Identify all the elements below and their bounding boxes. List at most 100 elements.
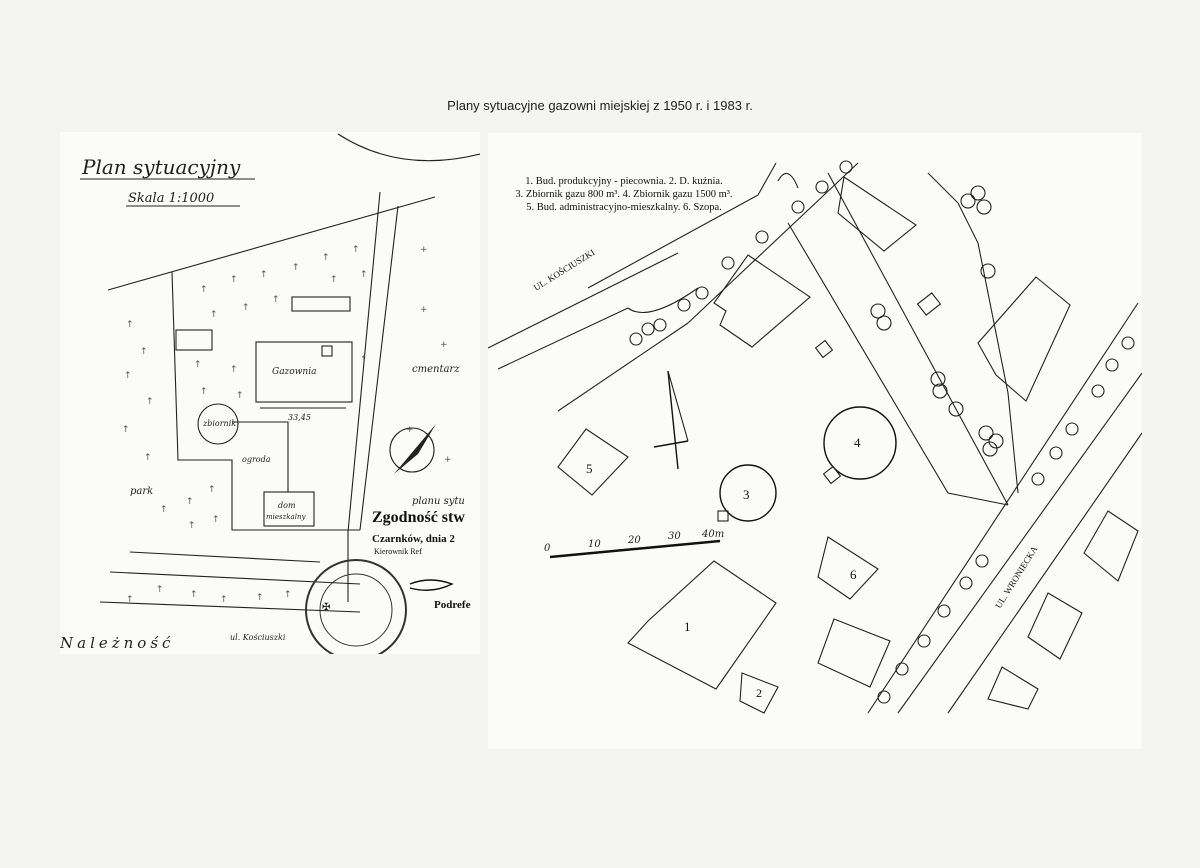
building-east: [977, 276, 1071, 402]
label-bottom: Należność: [60, 634, 174, 652]
north-arrow: [667, 370, 679, 470]
svg-text:↑: ↑: [200, 387, 208, 397]
label-dom-1: dom: [278, 501, 296, 510]
svg-text:↑: ↑: [186, 497, 194, 507]
building-admin-old: [713, 254, 811, 348]
label-cmentarz: cmentarz: [412, 364, 460, 375]
plan-scale: Skala 1:1000: [128, 191, 214, 206]
label-dom-2: mieszkalny: [266, 513, 306, 521]
svg-text:↑: ↑: [160, 505, 168, 515]
label-park: park: [130, 486, 153, 497]
tank-3: [719, 464, 777, 522]
scale-tick-0: 0: [544, 543, 551, 554]
label-building-5: 5: [586, 461, 593, 476]
svg-text:↑: ↑: [210, 310, 218, 320]
building-2: [739, 672, 779, 714]
trees-kosciuszki: [629, 160, 853, 346]
stamp-line-1: Zgodność stw: [372, 509, 465, 526]
label-building-1: 1: [684, 619, 691, 634]
svg-text:↑: ↑: [212, 515, 220, 525]
svg-text:↑: ↑: [236, 391, 244, 401]
svg-text:↑: ↑: [322, 253, 330, 263]
svg-text:↑: ↑: [140, 347, 148, 357]
legend: 1. Bud. produkcyjny - piecownia. 2. D. k…: [504, 175, 744, 214]
kosciuszki-edge-1: [488, 252, 679, 349]
svg-text:↑: ↑: [230, 365, 238, 375]
plan-1983: 0 10 20 30 40m 5 4 3 6 1 2 UL. KOŚCIUSZK…: [488, 133, 1142, 749]
svg-text:+: +: [420, 305, 428, 315]
plan-1983-drawing: 0 10 20 30 40m 5 4 3 6 1 2 UL. KOŚCIUSZK…: [488, 160, 1142, 714]
svg-text:↑: ↑: [352, 245, 360, 255]
svg-text:↑: ↑: [126, 595, 134, 605]
kosciuszki-edge-2: [587, 194, 759, 289]
svg-text:↑: ↑: [292, 263, 300, 273]
building-gazownia: [255, 341, 353, 403]
boundary-west: [171, 271, 360, 531]
svg-text:↑: ↑: [360, 270, 368, 280]
compass-circle: [389, 427, 435, 473]
label-street: ul. Kościuszki: [230, 633, 286, 642]
svg-text:↑: ↑: [190, 590, 198, 600]
svg-text:↑: ↑: [220, 595, 228, 605]
building-shed: [291, 296, 351, 312]
label-building-4: 4: [854, 435, 861, 450]
svg-text:↑: ↑: [284, 590, 292, 600]
legend-line-2: 3. Zbiornik gazu 800 m³. 4. Zbiornik gaz…: [515, 189, 733, 200]
label-gazownia: Gazownia: [272, 367, 316, 377]
building-ne: [837, 176, 917, 252]
label-building-2: 2: [756, 686, 762, 700]
svg-text:↑: ↑: [260, 270, 268, 280]
road-edge-2: [99, 601, 361, 613]
label-ul-wroniecka: UL. WRONIECKA: [993, 544, 1040, 610]
arc-top: [337, 133, 480, 162]
tank-4: [823, 406, 897, 480]
svg-text:+: +: [440, 340, 448, 350]
svg-text:↑: ↑: [256, 593, 264, 603]
scale-bar: 0 10 20 30 40m: [544, 529, 724, 559]
boundary-east: [359, 205, 399, 531]
svg-text:+: +: [420, 245, 428, 255]
svg-text:↑: ↑: [360, 355, 368, 365]
scale-tick-30: 30: [668, 531, 681, 542]
stamp-line-2: Czarnków, dnia 2: [372, 533, 455, 545]
tank-zbiornik: [197, 403, 239, 445]
round-stamp-emblem: ✠: [322, 602, 330, 613]
scale-tick-10: 10: [588, 539, 601, 550]
building-small-b: [814, 339, 834, 359]
label-ul-kosciuszki: UL. KOŚCIUSZKI: [532, 247, 597, 293]
stamp-line-3: Kierownik Ref: [374, 547, 422, 556]
label-ogroda: ogroda: [242, 455, 271, 464]
stamp-line-4: Podrefe: [434, 599, 471, 611]
scale-tick-20: 20: [627, 535, 641, 546]
svg-text:+: +: [444, 455, 452, 465]
house-e1: [1083, 510, 1139, 582]
round-stamp: [305, 559, 407, 654]
label-building-3: 3: [743, 487, 750, 502]
building-dom: [263, 491, 315, 527]
house-e2: [1027, 592, 1083, 660]
svg-text:↑: ↑: [124, 371, 132, 381]
signature: [409, 579, 454, 591]
house-e3: [987, 666, 1039, 710]
label-dimension: 33,45: [288, 413, 311, 422]
scale-tick-40: 40m: [701, 529, 724, 540]
svg-text:↑: ↑: [200, 285, 208, 295]
svg-text:↑: ↑: [242, 303, 250, 313]
building-small: [175, 329, 213, 351]
plan-1950: Plan sytuacyjny Skala 1:1000 Gazownia 33…: [60, 132, 480, 654]
svg-text:↑: ↑: [144, 453, 152, 463]
stamp-header: planu sytu: [412, 496, 465, 507]
plan-title: Plan sytuacyjny: [81, 155, 241, 179]
legend-line-1: 1. Bud. produkcyjny - piecownia. 2. D. k…: [525, 176, 723, 187]
plan-1950-drawing: Plan sytuacyjny Skala 1:1000 Gazownia 33…: [60, 133, 480, 654]
building-small-a: [916, 292, 942, 316]
svg-text:↑: ↑: [330, 275, 338, 285]
boundary-north: [107, 196, 436, 291]
svg-text:↑: ↑: [194, 360, 202, 370]
label-zbiornik: zbiornik: [202, 419, 236, 428]
road-edge-1: [109, 571, 361, 585]
building-shed-2: [817, 618, 891, 688]
compass-needle: [394, 424, 436, 474]
svg-text:↑: ↑: [126, 320, 134, 330]
page-caption: Plany sytuacyjne gazowni miejskiej z 195…: [447, 98, 753, 113]
